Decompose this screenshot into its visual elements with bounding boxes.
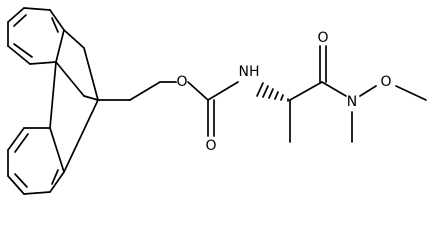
fluorene-five-ring (49, 29, 99, 129)
chain-bonds (97, 45, 427, 143)
molecule-structure: O O NH O N O (7, 7, 427, 195)
methoxy-oxygen-label: O (380, 74, 391, 90)
carbamate-carbonyl-oxygen-label: O (205, 138, 216, 154)
carbamate-oxygen-label: O (176, 74, 187, 90)
amide-carbonyl-oxygen-label: O (317, 30, 328, 46)
fluorene-lower-ring (7, 99, 99, 195)
stereo-hashed-wedge (256, 82, 289, 102)
weinreb-nitrogen-label: N (347, 94, 357, 110)
fluorene-left-upper-ring (7, 7, 65, 65)
molecule-canvas: O O NH O N O (7, 7, 427, 195)
amide-nh-label: NH (239, 64, 260, 80)
